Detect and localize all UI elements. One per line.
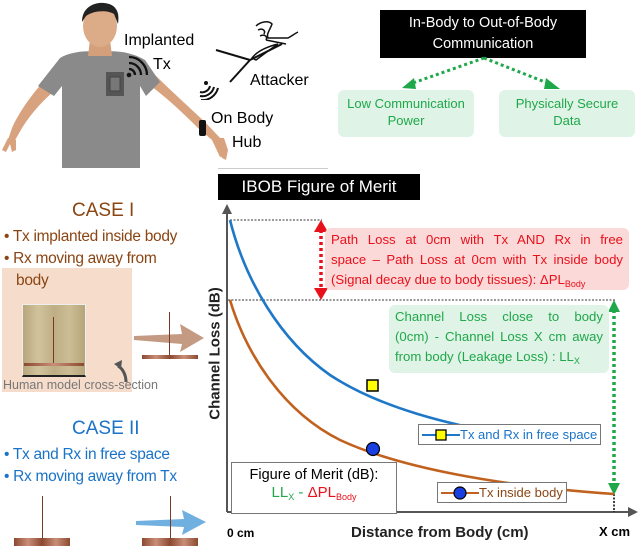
ibob-communication-title: In-Body to Out-of-Body Communication	[380, 10, 586, 58]
case2-title: CASE II	[72, 418, 140, 439]
fom-title: Figure of Merit (dB):	[249, 467, 379, 483]
case2-direction-arrow	[136, 510, 206, 535]
legend-free-space: Tx and Rx in free space	[418, 424, 602, 445]
fom-dpl-sub: Body	[335, 492, 357, 502]
ibob-title-line1: In-Body to Out-of-Body	[408, 15, 558, 31]
fom-dpl: ΔPL	[307, 484, 336, 501]
case1-bullet-2: • Rx moving away from	[4, 250, 157, 267]
red-line-3-text: (Signal decay due to body tissues): ΔPL	[331, 272, 565, 287]
green-line-3-text: from body (Leakage Loss) : LL	[395, 349, 574, 364]
legend-free-space-label: Tx and Rx in free space	[460, 427, 598, 442]
case2-tx-antenna	[14, 496, 70, 546]
case2-bullet-1-text: Tx and Rx in free space	[12, 446, 170, 463]
case1-bullet-1-text: Tx implanted inside body	[12, 228, 178, 245]
antenna-rod	[53, 317, 54, 365]
ground-plane	[24, 363, 84, 366]
green-line-3-sub: X	[573, 356, 580, 366]
case1-rx-antenna	[142, 312, 198, 362]
case2-rx-antenna	[142, 496, 198, 546]
x-axis-label: Distance from Body (cm)	[351, 524, 529, 541]
leakage-loss-annotation: Channel Loss close to body (0cm) - Chann…	[389, 305, 609, 373]
curved-arrow-icon	[114, 360, 128, 382]
benefit-secure-data-line1: Physically Secure	[515, 96, 619, 111]
benefit-secure-data-line2: Data	[553, 113, 581, 128]
green-line-2: (0cm) - Channel Loss X cm away	[395, 329, 603, 344]
fom-minus: -	[294, 484, 308, 501]
cross-section-image	[22, 304, 86, 377]
legend-square-marker-icon	[422, 428, 460, 441]
fom-formula: LLX - ΔPLBody	[232, 484, 396, 502]
delta-pl-body-annotation: Path Loss at 0cm with Tx AND Rx in free …	[325, 228, 629, 290]
x-tick-xcm: X cm	[599, 524, 631, 539]
red-line-1: Path Loss at 0cm with Tx AND Rx in free	[331, 232, 623, 247]
red-line-3: (Signal decay due to body tissues): ΔPLB…	[331, 270, 623, 294]
on-body-label: On Body	[211, 110, 274, 127]
attacker-antenna-icon	[215, 21, 299, 83]
implanted-label: Implanted	[124, 32, 195, 49]
inside-body-marker	[365, 441, 381, 457]
benefit-low-power-line1: Low Communication	[347, 96, 465, 111]
case2-bullet-2-text: Rx moving away from Tx	[13, 468, 177, 485]
case1-bullet-2-text: Rx moving away from	[13, 250, 157, 267]
benefit-secure-data: Physically Secure Data	[499, 90, 635, 137]
y-axis-label: Channel Loss (dB)	[206, 287, 224, 420]
legend-inside-body-label: Tx inside body	[479, 485, 563, 500]
legend-inside-body: Tx inside body	[437, 482, 567, 503]
figure-of-merit-box: Figure of Merit (dB): LLX - ΔPLBody	[231, 462, 397, 514]
wireless-signal-icon	[126, 55, 148, 78]
green-line-3: from body (Leakage Loss) : LLX	[395, 347, 603, 371]
case1-bullet-1: • Tx implanted inside body	[4, 228, 178, 245]
fom-ll: LL	[271, 484, 289, 501]
divider	[218, 168, 328, 169]
attacker-label: Attacker	[250, 72, 309, 89]
case1-bullet-2-cont: body	[16, 272, 49, 289]
red-line-2: space – Path Loss at 0cm with Tx inside …	[331, 252, 623, 267]
legend-circle-marker-icon	[441, 485, 479, 500]
hub-label: Hub	[232, 134, 262, 151]
red-line-3-sub: Body	[564, 279, 586, 289]
green-line-1: Channel Loss close to body	[395, 309, 603, 324]
case2-bullet-1: • Tx and Rx in free space	[4, 446, 170, 463]
cross-section-caption: Human model cross-section	[3, 378, 158, 392]
x-tick-0cm: 0 cm	[227, 526, 255, 540]
human-model-illustration	[2, 2, 228, 168]
case1-title: CASE I	[72, 200, 135, 221]
chart-title: IBOB Figure of Merit	[218, 174, 420, 200]
fom-ll-sub: X	[288, 492, 295, 502]
benefit-low-power: Low Communication Power	[338, 90, 474, 137]
benefit-low-power-line2: Power	[387, 113, 425, 128]
ibob-title-line2: Communication	[432, 36, 534, 52]
case2-bullet-2: • Rx moving away from Tx	[4, 468, 177, 485]
attacker-signal-icon	[199, 81, 219, 100]
free-space-marker	[366, 379, 379, 392]
tx-label: Tx	[153, 56, 171, 73]
benefit-arrows	[402, 56, 560, 89]
